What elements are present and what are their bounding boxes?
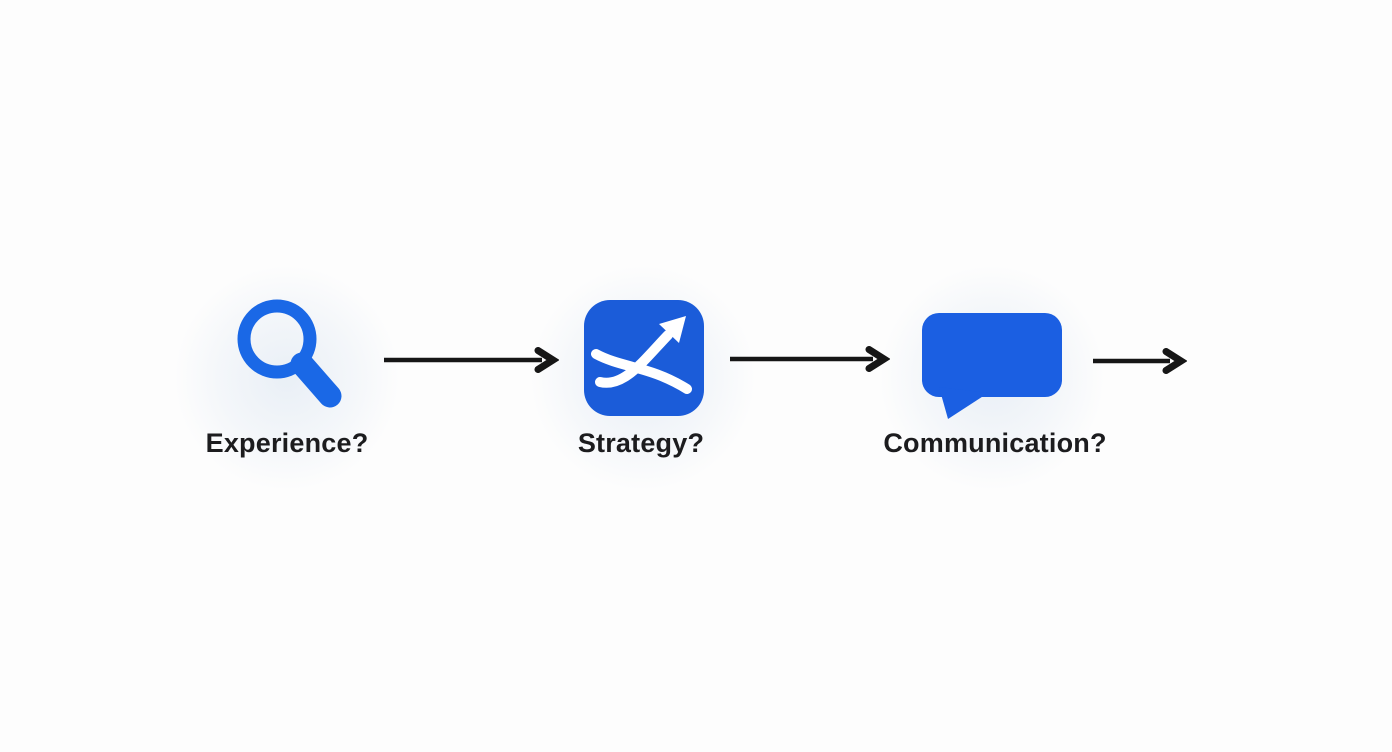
label-experience: Experience?: [205, 428, 369, 458]
crossing-growth-arrows-icon: [584, 300, 704, 416]
arrow-right-icon: [1093, 348, 1187, 374]
search-icon: [237, 299, 342, 408]
strategy-arrowhead: [659, 316, 686, 343]
strategy-curve-up: [595, 330, 673, 388]
step-communication: [922, 313, 1062, 424]
search-icon-lens: [237, 299, 317, 379]
label-communication: Communication?: [883, 428, 1107, 458]
arrow-head: [534, 347, 559, 373]
speech-bubble-icon: [922, 313, 1062, 419]
step-experience: [227, 293, 349, 426]
step-strategy: [584, 300, 704, 421]
arrow-head: [865, 346, 890, 372]
speech-bubble-body: [922, 313, 1062, 397]
arrow-right-icon: [384, 347, 559, 373]
speech-bubble-tail: [939, 387, 988, 419]
search-icon-handle: [290, 352, 342, 408]
arrow-right-icon: [730, 346, 890, 372]
arrow-head: [1162, 348, 1187, 374]
label-strategy: Strategy?: [577, 428, 705, 458]
